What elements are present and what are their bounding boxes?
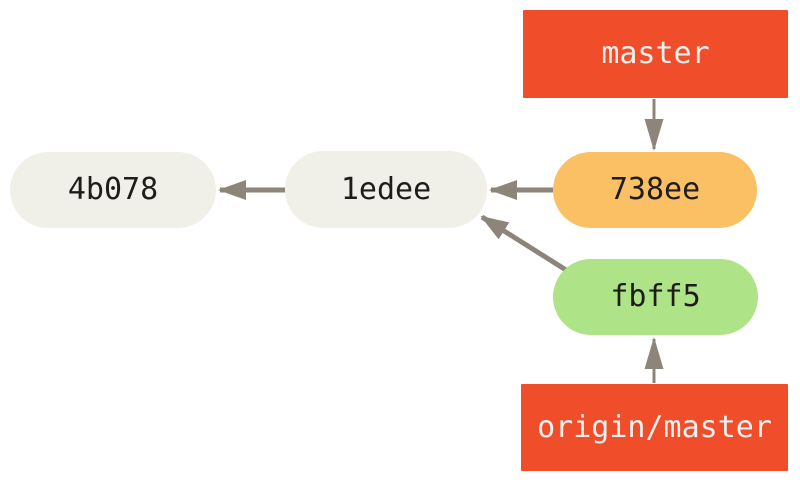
arrow-fbff5-to-1edee bbox=[480, 214, 568, 273]
branch-label-master: master bbox=[523, 10, 788, 98]
commit-node-738ee: 738ee bbox=[553, 152, 757, 228]
branch-label-origin-master: origin/master bbox=[521, 384, 788, 471]
commit-node-fbff5: fbff5 bbox=[553, 259, 758, 335]
commit-node-1edee: 1edee bbox=[285, 151, 487, 228]
commit-node-4b078: 4b078 bbox=[10, 152, 216, 228]
